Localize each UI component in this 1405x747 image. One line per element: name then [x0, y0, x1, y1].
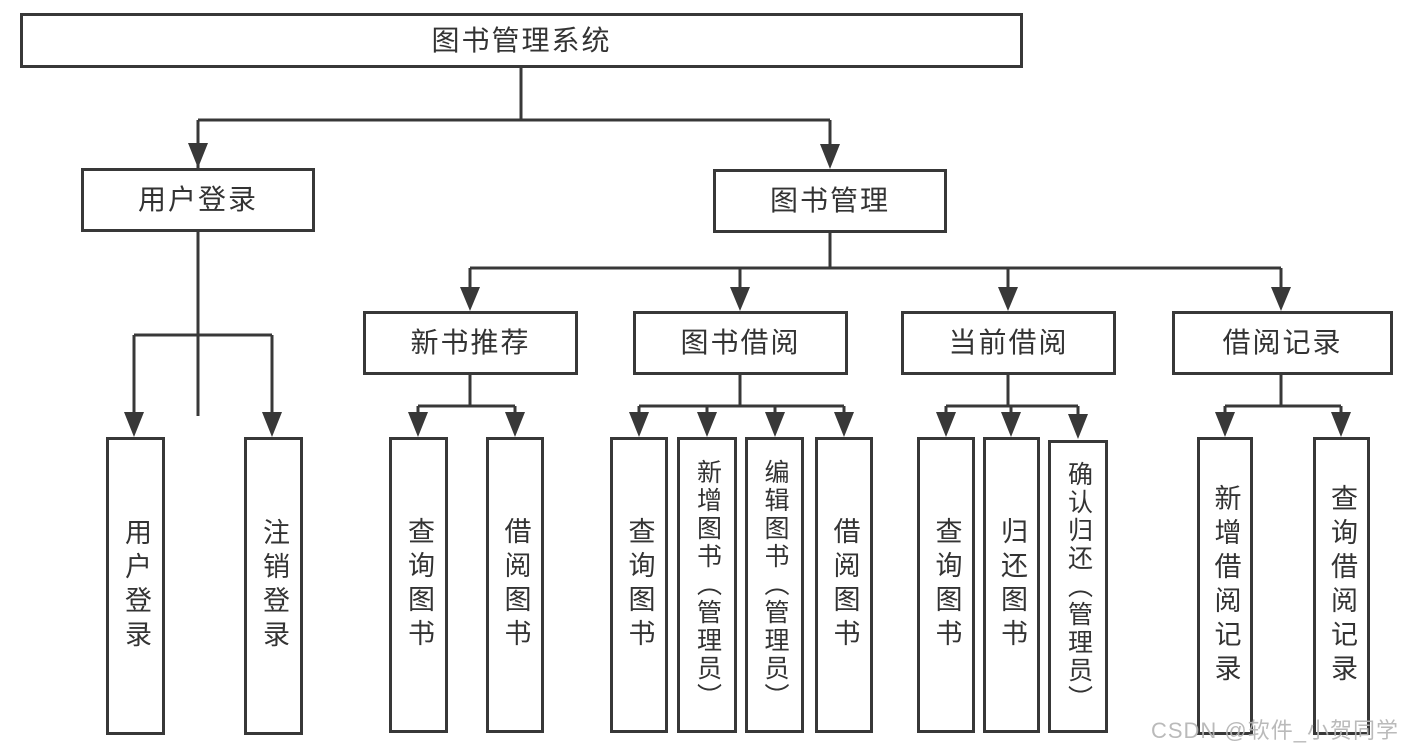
leaf-borrowing-query-books: 查询图书	[610, 437, 668, 733]
leaf-newrec-query-books: 查询图书	[389, 437, 448, 733]
node-book-borrowing: 图书借阅	[633, 311, 848, 375]
node-borrowing-records: 借阅记录	[1172, 311, 1393, 375]
arrowheads	[124, 143, 1351, 439]
leaf-current-query-books: 查询图书	[917, 437, 975, 733]
connector-book-mgmt-to-level3	[468, 233, 1283, 290]
csdn-watermark: CSDN @软件_小贺同学	[1150, 718, 1399, 743]
connector-root-to-level2	[196, 68, 832, 416]
connector-current-borrow-to-leaves	[944, 375, 1080, 416]
leaf-current-confirm-return-admin: 确认归还（管理员）	[1048, 440, 1108, 733]
node-new-book-recommendation: 新书推荐	[363, 311, 578, 375]
leaf-borrowing-borrow-books: 借阅图书	[815, 437, 873, 733]
node-current-borrowing: 当前借阅	[901, 311, 1116, 375]
leaf-borrowing-add-books-admin: 新增图书（管理员）	[677, 437, 737, 733]
leaf-records-add-borrow-record: 新增借阅记录	[1197, 437, 1253, 735]
leaf-user-login: 用户登录	[106, 437, 165, 735]
node-library-management-system: 图书管理系统	[20, 13, 1023, 68]
node-user-login: 用户登录	[81, 168, 315, 232]
connector-user-login-to-leaves	[132, 232, 274, 416]
leaf-records-query-borrow-record: 查询借阅记录	[1313, 437, 1370, 735]
connector-book-borrow-to-leaves	[637, 375, 846, 416]
leaf-borrowing-edit-books-admin: 编辑图书（管理员）	[745, 437, 804, 733]
connector-new-book-to-leaves	[416, 375, 517, 416]
connector-borrow-record-to-leaves	[1223, 375, 1343, 416]
leaf-logout: 注销登录	[244, 437, 303, 735]
leaf-newrec-borrow-books: 借阅图书	[486, 437, 544, 733]
node-book-management: 图书管理	[713, 169, 947, 233]
leaf-current-return-books: 归还图书	[983, 437, 1040, 733]
